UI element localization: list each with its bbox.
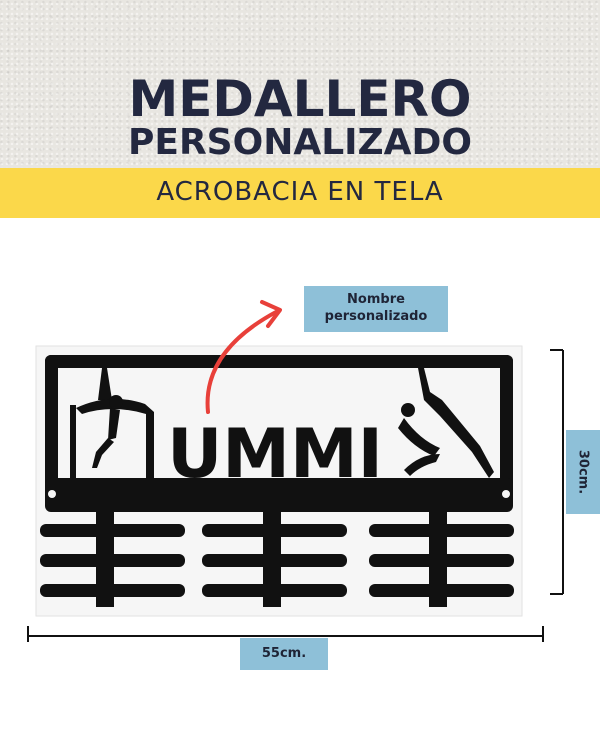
mount-hole-right xyxy=(502,490,510,498)
custom-name-text: UMMI xyxy=(167,415,383,494)
hook xyxy=(369,554,514,567)
hook xyxy=(40,554,185,567)
name-callout-line1: Nombre xyxy=(347,292,405,307)
subtitle-text: ACROBACIA EN TELA xyxy=(156,177,444,207)
board-frame-right xyxy=(500,355,513,490)
callout-arrow xyxy=(205,300,282,414)
hook xyxy=(40,584,185,597)
hook xyxy=(40,524,185,537)
board-bottom-bar xyxy=(45,478,513,512)
aerialist-right-head xyxy=(401,403,415,417)
height-dimension-line xyxy=(550,349,564,595)
aerialist-left-body xyxy=(108,408,120,440)
board-frame-left xyxy=(45,355,58,490)
name-callout-label: Nombre personalizado xyxy=(304,286,448,332)
silk-left-outer xyxy=(70,405,76,480)
page-title-line1: MEDALLERO xyxy=(128,70,472,128)
aerialist-right-legs xyxy=(404,454,440,476)
hook xyxy=(202,524,347,537)
hook xyxy=(369,524,514,537)
name-callout-line2: personalizado xyxy=(324,309,428,324)
mount-hole-left xyxy=(48,490,56,498)
aerialist-left-head xyxy=(109,395,123,409)
subtitle-band xyxy=(0,168,600,218)
hook xyxy=(202,584,347,597)
height-label: 30cm. xyxy=(575,449,591,495)
page-title-line2: PERSONALIZADO xyxy=(127,122,472,163)
aerialist-left-legs xyxy=(92,438,114,468)
silk-left-drape xyxy=(76,398,154,480)
medal-hanger-board xyxy=(40,355,514,607)
height-label-box: 30cm. xyxy=(566,430,600,514)
board-frame-top xyxy=(45,355,513,368)
hook xyxy=(202,554,347,567)
width-dimension-line xyxy=(27,626,544,642)
aerialist-right xyxy=(398,368,494,478)
silk-left-fabric xyxy=(98,368,112,400)
silk-right-fabric xyxy=(418,368,494,478)
width-label: 55cm. xyxy=(240,638,328,670)
hook xyxy=(369,584,514,597)
aerialist-right-body xyxy=(398,418,440,456)
